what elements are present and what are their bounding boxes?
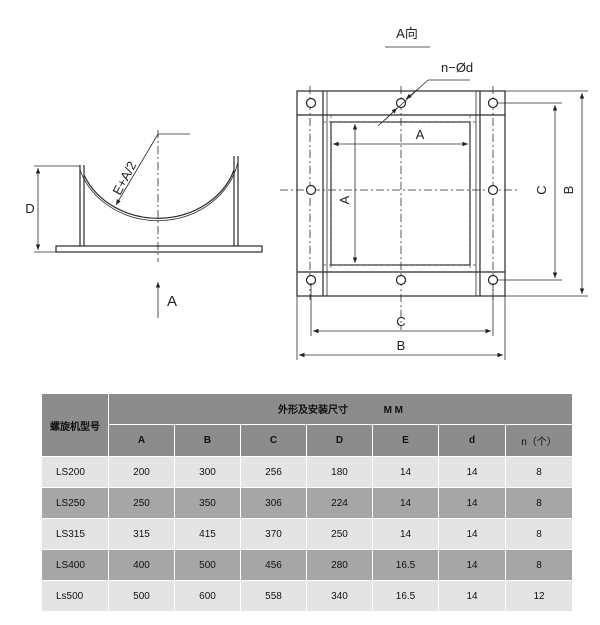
- group-header-text: 外形及安装尺寸: [278, 405, 348, 417]
- table-cell: 315: [108, 518, 175, 550]
- table-cell: 12: [504, 580, 574, 612]
- table-cell: 14: [372, 487, 439, 519]
- model-cell: LS250: [41, 487, 109, 519]
- table-cell: 224: [306, 487, 373, 519]
- table-cell: 14: [438, 456, 506, 488]
- table-cell: 250: [306, 518, 373, 550]
- table-cell: 14: [438, 549, 506, 581]
- hole-label: n−Ød: [441, 60, 473, 75]
- inner-opening: [330, 121, 471, 266]
- plan-view: A向 n−Ød A: [280, 26, 588, 360]
- col-header-hole-d: d: [438, 423, 506, 458]
- model-cell: LS315: [41, 518, 109, 550]
- table-row: LS200 200 300 256 180 14 14 8: [41, 456, 574, 488]
- table-cell: 400: [108, 549, 175, 581]
- technical-drawing: E+A/2 D A A向: [25, 26, 588, 360]
- model-cell: LS400: [41, 549, 109, 581]
- outer-height-label: B: [561, 186, 576, 195]
- table-cell: 456: [240, 549, 307, 581]
- spec-table: 螺旋机型号 外形及安装尺寸 M M A B C D E d n（个） LS200…: [41, 393, 574, 612]
- table-cell: 180: [306, 456, 373, 488]
- table-cell: 558: [240, 580, 307, 612]
- model-cell: Ls500: [41, 580, 109, 612]
- dimension-group-header: 外形及安装尺寸 M M: [107, 393, 574, 425]
- table-cell: 300: [174, 456, 241, 488]
- saddle-arc: [83, 169, 235, 219]
- model-cell: LS200: [41, 456, 109, 488]
- table-cell: 8: [504, 549, 574, 581]
- table-cell: 14: [372, 456, 439, 488]
- table-cell: 14: [438, 518, 506, 550]
- table-cell: 370: [240, 518, 307, 550]
- col-header-n: n（个）: [504, 423, 574, 458]
- unit-text: M M: [383, 405, 404, 417]
- radius-label: E+A/2: [109, 159, 139, 198]
- table-cell: 340: [306, 580, 373, 612]
- table-cell: 14: [372, 518, 439, 550]
- base-plate: [55, 245, 263, 253]
- col-header-c: C: [240, 423, 307, 458]
- table-cell: 415: [174, 518, 241, 550]
- view-arrow-label: A: [167, 293, 177, 310]
- table-row: LS250 250 350 306 224 14 14 8: [41, 487, 574, 519]
- col-header-a: A: [108, 423, 175, 458]
- side-view: E+A/2 D A: [25, 130, 263, 318]
- table-cell: 16.5: [372, 580, 439, 612]
- table-row: Ls500 500 600 558 340 16.5 14 12: [41, 580, 574, 612]
- model-header: 螺旋机型号: [41, 393, 109, 457]
- height-label: D: [25, 201, 34, 216]
- table-cell: 8: [504, 518, 574, 550]
- inner-height-label: A: [337, 195, 352, 204]
- table-cell: 14: [438, 487, 506, 519]
- table-cell: 14: [438, 580, 506, 612]
- table-cell: 306: [240, 487, 307, 519]
- col-header-b: B: [174, 423, 241, 458]
- hole-span-v-label: C: [534, 185, 549, 194]
- table-cell: 8: [504, 487, 574, 519]
- table-row: LS315 315 415 370 250 14 14 8: [41, 518, 574, 550]
- table-cell: 500: [174, 549, 241, 581]
- outer-width-label: B: [397, 338, 406, 353]
- table-row: LS400 400 500 456 280 16.5 14 8: [41, 549, 574, 581]
- table-cell: 200: [108, 456, 175, 488]
- table-cell: 16.5: [372, 549, 439, 581]
- bolt-holes: [305, 97, 499, 286]
- table-cell: 280: [306, 549, 373, 581]
- col-header-d: D: [306, 423, 373, 458]
- table-cell: 600: [174, 580, 241, 612]
- table-cell: 8: [504, 456, 574, 488]
- inner-width-label: A: [416, 127, 425, 142]
- col-header-e: E: [372, 423, 439, 458]
- table-cell: 250: [108, 487, 175, 519]
- view-title: A向: [396, 26, 418, 41]
- hole-span-h-label: C: [396, 314, 405, 329]
- table-cell: 350: [174, 487, 241, 519]
- table-cell: 256: [240, 456, 307, 488]
- table-cell: 500: [108, 580, 175, 612]
